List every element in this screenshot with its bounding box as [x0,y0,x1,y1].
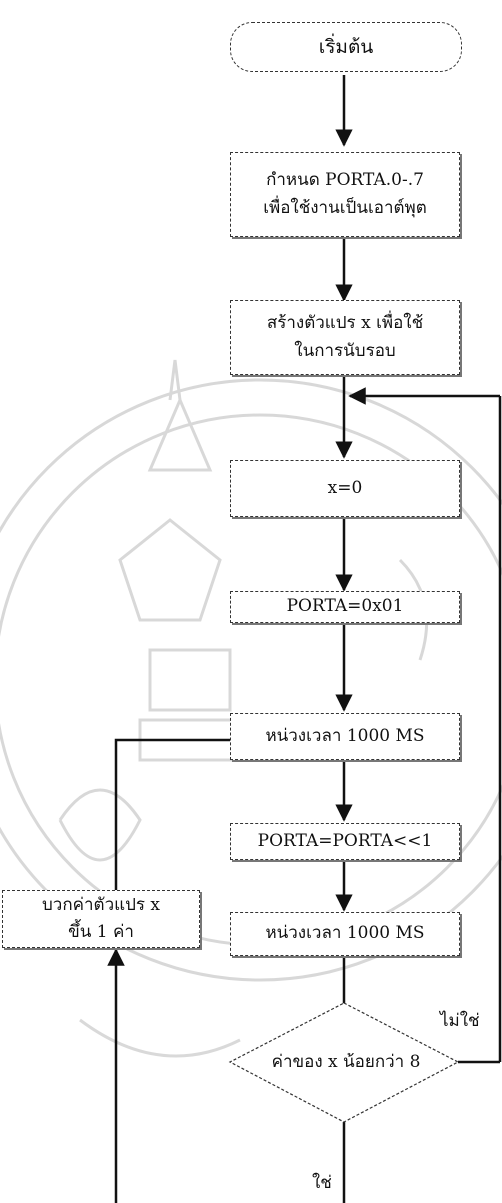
delay-2-label: หน่วงเวลา 1000 MS [265,923,425,944]
delay-1-label: หน่วงเวลา 1000 MS [265,725,425,746]
increment-x-label: บวกค่าตัวแปร x ขึ้น 1 ค่า [41,894,160,942]
start-label: เริ่มต้น [318,35,374,58]
process-increment-x: บวกค่าตัวแปร x ขึ้น 1 ค่า [2,890,200,948]
no-branch-label: ไม่ใช่ [440,1011,480,1031]
porta-shift-label: PORTA=PORTA<<1 [257,830,433,851]
porta-init-label: PORTA=0x01 [286,596,404,617]
set-porta-label: กำหนด PORTA.0-.7 เพื่อใช้งานเป็นเอาต์พุต [263,170,427,218]
x-zero-label: x=0 [327,477,363,498]
process-create-var: สร้างตัวแปร x เพื่อใช้ ในการนับรอบ [230,300,460,375]
arrow-increment-to-loop [114,731,340,894]
process-porta-init: PORTA=0x01 [230,591,460,623]
process-x-zero: x=0 [230,460,460,517]
process-delay-1: หน่วงเวลา 1000 MS [230,713,460,760]
create-var-label: สร้างตัวแปร x เพื่อใช้ ในการนับรอบ [266,313,424,361]
process-delay-2: หน่วงเวลา 1000 MS [230,912,460,956]
process-porta-shift: PORTA=PORTA<<1 [230,823,460,860]
decision-label: ค่าของ x น้อยกว่า 8 [271,1052,421,1072]
process-set-porta: กำหนด PORTA.0-.7 เพื่อใช้งานเป็นเอาต์พุต [230,152,460,237]
start-terminal: เริ่มต้น [230,22,462,72]
decision-diamond [228,1002,460,1123]
yes-branch-label: ใช่ [312,1173,332,1193]
